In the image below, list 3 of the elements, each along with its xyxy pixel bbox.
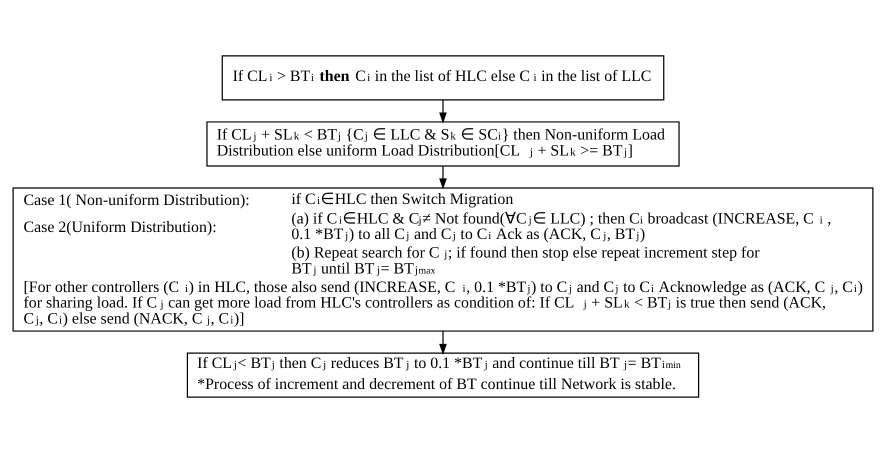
arrow — [439, 99, 447, 123]
arrow — [439, 330, 447, 354]
arrow — [439, 166, 447, 189]
